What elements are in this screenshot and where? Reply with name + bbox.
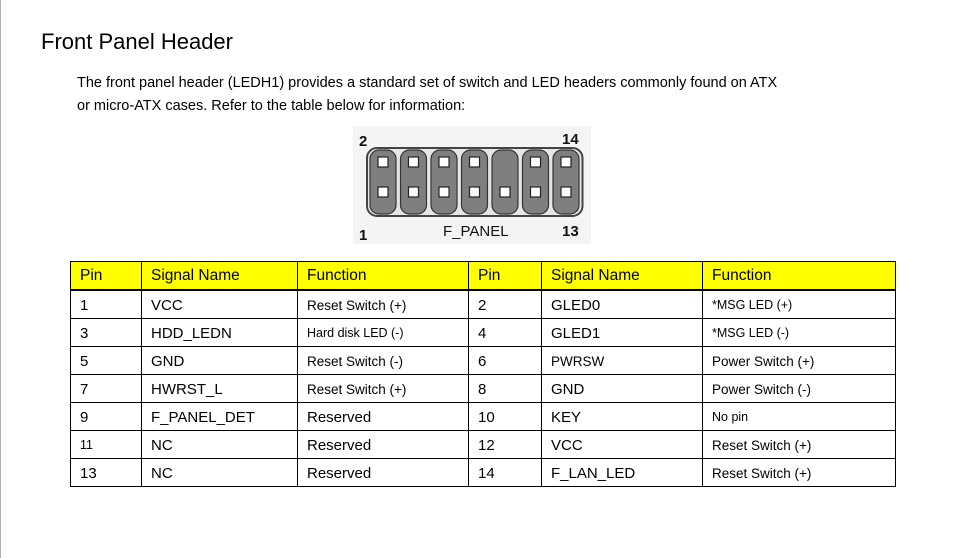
pin-label-13: 13 [562, 223, 579, 240]
pin-cell: 12 [468, 430, 542, 459]
function-cell: Reserved [297, 402, 469, 431]
pin-cell: 6 [468, 346, 542, 375]
intro-line-2: or micro-ATX cases. Refer to the table b… [77, 98, 466, 114]
signal-cell: KEY [541, 402, 703, 431]
pin-label-1: 1 [359, 227, 367, 244]
intro-paragraph: The front panel header (LEDH1) provides … [77, 72, 817, 118]
function-cell: Power Switch (-) [702, 374, 896, 403]
pin-cell: 11 [70, 430, 142, 459]
pin-8 [468, 156, 481, 168]
table-row: 11 NC Reserved 12 VCC Reset Switch (+) [70, 430, 896, 459]
column-header-pin: Pin [70, 261, 142, 291]
function-cell: *MSG LED (+) [702, 289, 896, 319]
pin-cell: 5 [70, 346, 142, 375]
function-cell: Reserved [297, 458, 469, 487]
pin-6 [438, 156, 450, 168]
pin-label-14: 14 [562, 131, 579, 148]
function-cell: Reset Switch (-) [297, 346, 469, 375]
signal-cell: F_PANEL_DET [141, 402, 298, 431]
signal-cell: HDD_LEDN [141, 318, 298, 347]
pin-4 [407, 156, 420, 168]
pin-housing [460, 149, 489, 215]
pin-housing [491, 149, 519, 215]
f-panel-header-diagram: 2 14 1 13 F_PANEL [353, 126, 591, 244]
pin-cell: 13 [70, 458, 142, 487]
function-cell: Reset Switch (+) [297, 374, 469, 403]
pin-2 [377, 156, 389, 168]
pin-7 [468, 186, 481, 198]
pin-9 [499, 186, 511, 198]
column-header-signal-name: Signal Name [541, 261, 703, 291]
pin-housing [369, 149, 397, 215]
pin-12 [529, 156, 542, 168]
signal-cell: NC [141, 458, 298, 487]
pin-assignment-table: Pin Signal Name Function Pin Signal Name… [70, 261, 896, 487]
pin-14 [560, 156, 572, 168]
pin-pair-1-2 [369, 149, 397, 215]
pin-label-2: 2 [359, 133, 367, 150]
signal-cell: NC [141, 430, 298, 459]
pin-cell: 3 [70, 318, 142, 347]
pin-cell: 1 [70, 289, 142, 319]
column-header-function: Function [297, 261, 469, 291]
table-row: 13 NC Reserved 14 F_LAN_LED Reset Switch… [70, 458, 896, 487]
pin-housing [430, 149, 458, 215]
function-cell: Reserved [297, 430, 469, 459]
pin-pair-7-8 [460, 149, 489, 215]
pin-pair-13-14 [552, 149, 580, 215]
pin-pair-3-4 [399, 149, 428, 215]
column-header-function: Function [702, 261, 896, 291]
header-pin-grid [366, 147, 584, 217]
pin-housing [399, 149, 428, 215]
table-row: 3 HDD_LEDN Hard disk LED (-) 4 GLED1 *MS… [70, 318, 896, 347]
table-row: 9 F_PANEL_DET Reserved 10 KEY No pin [70, 402, 896, 431]
table-row: 5 GND Reset Switch (-) 6 PWRSW Power Swi… [70, 346, 896, 375]
pin-pair-9-10 [491, 149, 519, 215]
function-cell: *MSG LED (-) [702, 318, 896, 347]
pin-cell: 7 [70, 374, 142, 403]
function-cell: Hard disk LED (-) [297, 318, 469, 347]
signal-cell: HWRST_L [141, 374, 298, 403]
signal-cell: GLED0 [541, 289, 703, 319]
pin-3 [407, 186, 420, 198]
function-cell: Power Switch (+) [702, 346, 896, 375]
signal-cell: GND [141, 346, 298, 375]
pin-pair-5-6 [430, 149, 458, 215]
pin-1 [377, 186, 389, 198]
section-heading: Front Panel Header [41, 29, 233, 54]
signal-cell: VCC [541, 430, 703, 459]
function-cell: Reset Switch (+) [702, 458, 896, 487]
pin-pair-11-12 [521, 149, 550, 215]
header-name-label: F_PANEL [443, 223, 509, 240]
pin-housing [521, 149, 550, 215]
pin-13 [560, 186, 572, 198]
page-left-border [0, 0, 1, 558]
signal-cell: VCC [141, 289, 298, 319]
pin-cell: 9 [70, 402, 142, 431]
function-cell: No pin [702, 402, 896, 431]
intro-line-1: The front panel header (LEDH1) provides … [77, 75, 778, 91]
pin-housing [552, 149, 580, 215]
pin-cell: 2 [468, 289, 542, 319]
column-header-pin: Pin [468, 261, 542, 291]
column-header-signal-name: Signal Name [141, 261, 298, 291]
function-cell: Reset Switch (+) [297, 289, 469, 319]
table-header-row: Pin Signal Name Function Pin Signal Name… [70, 261, 896, 291]
signal-cell: GND [541, 374, 703, 403]
signal-cell: GLED1 [541, 318, 703, 347]
table-row: 1 VCC Reset Switch (+) 2 GLED0 *MSG LED … [70, 289, 896, 319]
signal-cell: F_LAN_LED [541, 458, 703, 487]
function-cell: Reset Switch (+) [702, 430, 896, 459]
pin-11 [529, 186, 542, 198]
pin-cell: 4 [468, 318, 542, 347]
pin-cell: 14 [468, 458, 542, 487]
pin-5 [438, 186, 450, 198]
table-row: 7 HWRST_L Reset Switch (+) 8 GND Power S… [70, 374, 896, 403]
pin-cell: 8 [468, 374, 542, 403]
signal-cell: PWRSW [541, 346, 703, 375]
pin-cell: 10 [468, 402, 542, 431]
